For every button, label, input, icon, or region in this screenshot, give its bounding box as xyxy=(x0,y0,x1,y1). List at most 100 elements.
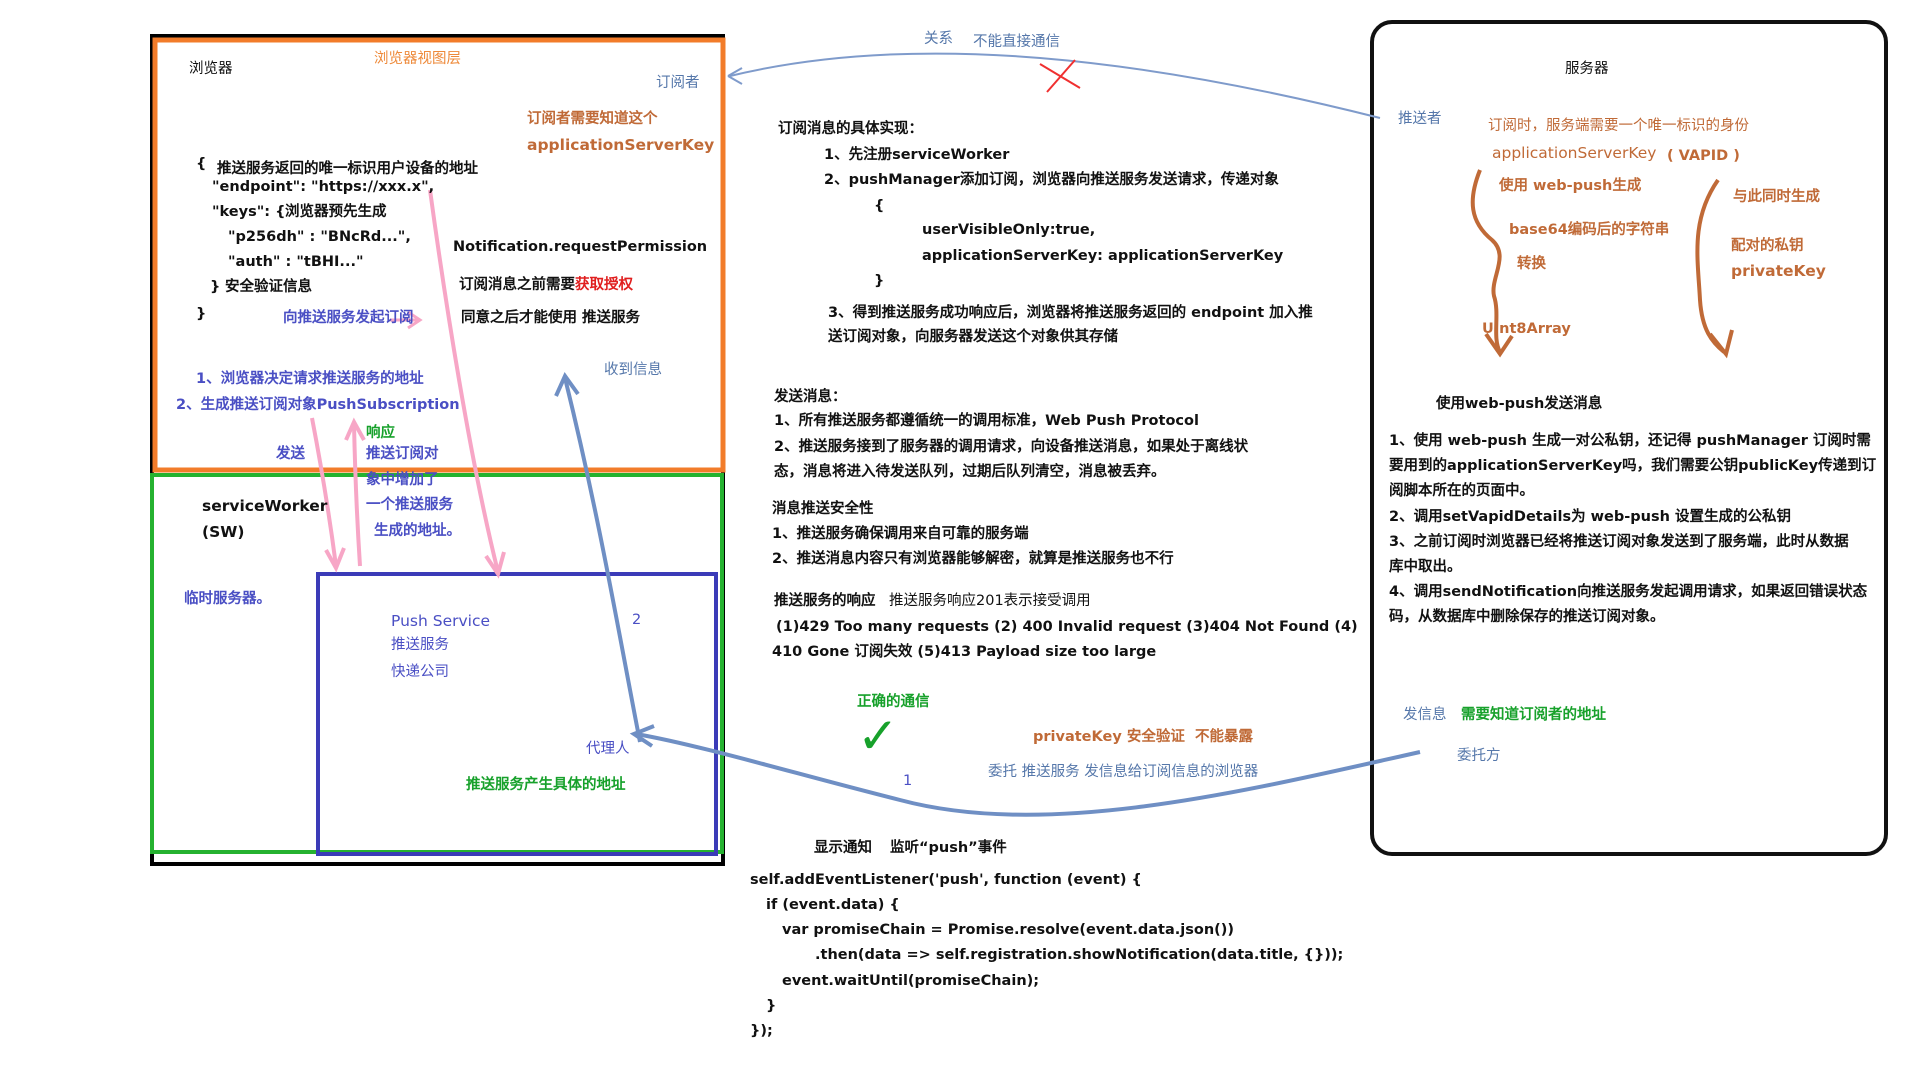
respond-arrow-head xyxy=(344,417,366,441)
code-line-6: } xyxy=(766,998,777,1014)
push-service-courier: 快递公司 xyxy=(391,664,449,680)
impl-step3-2: 送订阅对象，向服务器发送这个对象供其存储 xyxy=(828,329,1118,345)
endpoint-arrow-head xyxy=(484,551,506,579)
deliver-arrow xyxy=(563,377,642,743)
server-p4-2: 码，从数据库中删除保存的推送订阅对象。 xyxy=(1389,609,1665,625)
response-sub: 推送服务响应201表示接受调用 xyxy=(889,593,1091,609)
subscriber-label: 订阅者 xyxy=(656,75,700,91)
send-msg-l1: 1、所有推送服务都遵循统一的调用标准，Web Push Protocol xyxy=(774,413,1199,429)
server-vapid: ( VAPID ) xyxy=(1667,148,1740,164)
obj-brace-close: } xyxy=(196,306,207,322)
viewport-layer-label: 浏览器视图层 xyxy=(374,51,461,67)
agent-label: 代理人 xyxy=(586,741,630,757)
sw-title-2: (SW) xyxy=(202,523,245,541)
notification-request-permission: Notification.requestPermission xyxy=(453,239,708,255)
deliver-arrow-head xyxy=(554,372,580,397)
need-know-label-1: 订阅者需要知道这个 xyxy=(527,111,658,127)
send-label: 发送 xyxy=(276,446,305,462)
server-delegator: 委托方 xyxy=(1457,748,1501,764)
server-p3-2: 库中取出。 xyxy=(1389,559,1462,575)
impl-title: 订阅消息的具体实现： xyxy=(778,121,923,137)
delegate-label: 委托 推送服务 发信息给订阅信息的浏览器 xyxy=(988,764,1259,780)
server-p2: 2、调用setVapidDetails为 web-push 设置生成的公私钥 xyxy=(1389,509,1791,525)
server-box xyxy=(1370,20,1888,856)
resp-line-1: 推送订阅对 xyxy=(366,446,439,462)
arrow-one-label: 1 xyxy=(903,773,913,789)
server-need-addr: 需要知道订阅者的地址 xyxy=(1461,707,1606,723)
response-title: 推送服务的响应 xyxy=(774,593,876,609)
impl-brace-open: { xyxy=(874,198,885,214)
impl-brace-close: } xyxy=(874,273,885,289)
pusher-label: 推送者 xyxy=(1398,111,1442,127)
resp-line-2: 象中增加了 xyxy=(366,472,439,488)
send-arrow-head xyxy=(324,547,346,573)
server-p1-3: 阅脚本所在的页面中。 xyxy=(1389,483,1534,499)
code-line-2: if (event.data) { xyxy=(766,897,900,913)
security-l2: 2、推送消息内容只有浏览器能够解密，就算是推送服务也不行 xyxy=(772,551,1174,567)
code-line-5: event.waitUntil(promiseChain); xyxy=(782,973,1040,989)
delegate-arrow-head xyxy=(629,724,655,748)
obj-security: 安全验证信息 xyxy=(225,279,312,295)
no-direct-cross xyxy=(1039,59,1081,93)
send-msg-l3: 态，消息将进入待发送队列，过期后队列清空，消息被丢弃。 xyxy=(774,464,1166,480)
receive-label: 收到信息 xyxy=(604,362,662,378)
correct-comm-label: 正确的通信 xyxy=(857,694,930,710)
obj-brace-open: { xyxy=(196,156,207,172)
server-ask: applicationServerKey xyxy=(1492,144,1657,162)
no-direct-label: 不能直接通信 xyxy=(973,34,1060,50)
key-transform-arrow xyxy=(1470,169,1502,353)
browser-title: 浏览器 xyxy=(189,61,233,77)
temp-server-label: 临时服务器。 xyxy=(184,591,271,607)
impl-step3-1: 3、得到推送服务成功响应后，浏览器将推送服务返回的 endpoint 加入推 xyxy=(828,305,1313,321)
server-uint8: UInt8Array xyxy=(1482,321,1571,337)
sw-title-1: serviceWorker xyxy=(202,497,328,515)
impl-ask: applicationServerKey: applicationServerK… xyxy=(922,248,1284,264)
server-use-webpush: 使用 web-push生成 xyxy=(1499,178,1642,194)
server-p1-2: 要用到的applicationServerKey吗，我们需要公钥publicKe… xyxy=(1389,458,1877,474)
private-key-verify: privateKey 安全验证 xyxy=(1033,729,1185,745)
server-p4-1: 4、调用sendNotification向推送服务发起调用请求，如果返回错误状态 xyxy=(1389,584,1868,600)
send-msg-l2: 2、推送服务接到了服务器的调用请求，向设备推送消息，如果处于离线状 xyxy=(774,439,1249,455)
server-same-time: 与此同时生成 xyxy=(1733,189,1820,205)
push-service-cn: 推送服务 xyxy=(391,637,449,653)
server-title: 服务器 xyxy=(1565,61,1609,77)
impl-step2: 2、pushManager添加订阅，浏览器向推送服务发送请求，传递对象 xyxy=(824,172,1279,188)
decide-text-1: 1、浏览器决定请求推送服务的地址 xyxy=(196,371,424,387)
server-send-info: 发信息 xyxy=(1403,707,1447,723)
need-auth-red: 获取授权 xyxy=(575,277,633,293)
resp-line-4: 生成的地址。 xyxy=(374,523,461,539)
obj-pregenerated: 浏览器预先生成 xyxy=(285,204,387,220)
code-title-b: 监听“push”事件 xyxy=(890,840,1007,856)
private-key-arrow-head xyxy=(1708,329,1734,359)
need-auth-text: 订阅消息之前需要获取授权 xyxy=(459,277,633,294)
send-arrow xyxy=(310,417,338,567)
endpoint-arrow xyxy=(428,189,500,573)
impl-step1: 1、先注册serviceWorker xyxy=(824,147,1010,163)
respond-arrow xyxy=(352,423,362,567)
code-title-a: 显示通知 xyxy=(814,840,872,856)
resp-line-3: 一个推送服务 xyxy=(366,497,453,513)
obj-keys: "keys": { xyxy=(212,204,286,220)
push-service-name: Push Service xyxy=(391,612,491,630)
code-line-4: .then(data => self.registration.showNoti… xyxy=(815,947,1344,963)
relation-label: 关系 xyxy=(924,31,953,47)
init-subscribe-text: 向推送服务发起订阅 xyxy=(283,310,414,326)
obj-endpoint: "endpoint": "https://xxx.x", xyxy=(212,179,435,195)
push-service-box xyxy=(316,572,718,856)
impl-uvo: userVisibleOnly:true, xyxy=(922,222,1096,238)
server-p1-1: 1、使用 web-push 生成一对公私钥，还记得 pushManager 订阅… xyxy=(1389,433,1871,449)
need-know-label-2: applicationServerKey xyxy=(527,136,715,154)
obj-brace-inner-close: } xyxy=(210,279,221,295)
server-pair-2: privateKey xyxy=(1731,262,1826,280)
response-l1: (1)429 Too many requests (2) 400 Invalid… xyxy=(776,619,1358,635)
code-line-7: }); xyxy=(750,1023,773,1039)
server-convert: 转换 xyxy=(1517,256,1546,272)
code-line-3: var promiseChain = Promise.resolve(event… xyxy=(782,922,1235,938)
check-icon: ✓ xyxy=(857,707,899,765)
response-l2: 410 Gone 订阅失效 (5)413 Payload size too la… xyxy=(772,644,1157,660)
code-line-1: self.addEventListener('push', function (… xyxy=(750,872,1142,888)
private-key-arrow xyxy=(1695,178,1726,354)
after-agree-text: 同意之后才能使用 推送服务 xyxy=(461,310,641,326)
security-title: 消息推送安全性 xyxy=(772,501,874,517)
